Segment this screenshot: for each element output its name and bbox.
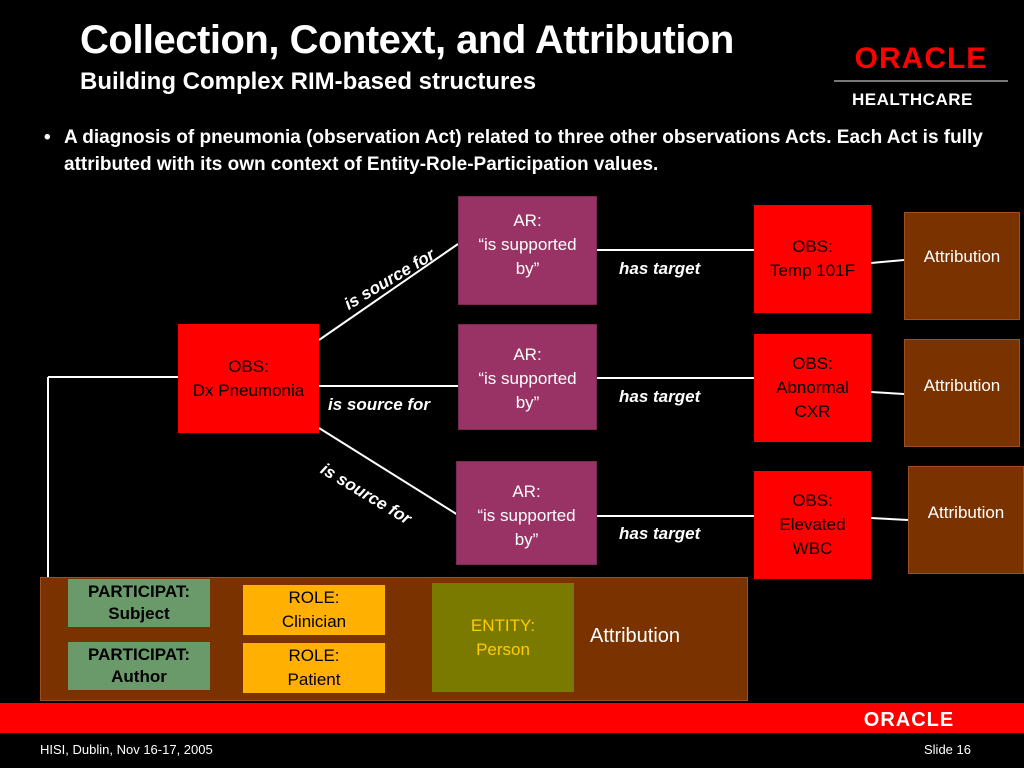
connector-dx-ar1 <box>318 243 459 341</box>
obs3-line3: WBC <box>792 539 833 558</box>
obs3-line2: Elevated <box>779 515 846 534</box>
panel-attribution-label: Attribution <box>590 625 681 647</box>
footer-slide-number: Slide 16 <box>924 742 971 757</box>
attribution-label-1: Attribution <box>923 247 1001 266</box>
entity-person: ENTITY: Person <box>432 583 574 692</box>
ar2-line3: by” <box>515 393 540 412</box>
obs-abnormal-cxr: OBS: Abnormal CXR <box>754 334 871 442</box>
source-label-2: is source for <box>328 395 431 414</box>
attribution-box-2: Attribution <box>904 339 1020 447</box>
obs2-line3: CXR <box>794 402 831 421</box>
role-clinician: ROLE: Clinician <box>243 585 385 635</box>
role1-line2: Clinician <box>281 612 347 631</box>
obs2-line1: OBS: <box>792 354 833 373</box>
attribution-label-2: Attribution <box>923 376 1001 395</box>
connector-obs2-attr2 <box>870 391 905 395</box>
ar-box-1: AR: “is supported by” <box>458 196 597 305</box>
logo-divider <box>834 80 1008 82</box>
bullet-text: A diagnosis of pneumonia (observation Ac… <box>64 127 983 175</box>
connector-obs1-attr1 <box>870 259 905 264</box>
target-label-3: has target <box>619 524 701 543</box>
obs1-line1: OBS: <box>792 237 833 256</box>
ar-box-2: AR: “is supported by” <box>458 324 597 430</box>
role2-line1: ROLE: <box>288 646 340 665</box>
connector-dx-ar3 <box>318 427 459 516</box>
entity-line2: Person <box>476 639 530 659</box>
ar2-line2: “is supported <box>478 369 577 388</box>
obs-elevated-wbc: OBS: Elevated WBC <box>754 471 871 579</box>
slide-subtitle: Building Complex RIM-based structures <box>80 68 537 95</box>
ar3-line2: “is supported <box>477 506 576 525</box>
ar1-line2: “is supported <box>478 235 577 254</box>
attribution-box-3: Attribution <box>908 466 1024 574</box>
oracle-footer-logo: ORACLE <box>864 709 954 730</box>
obs1-line2: Temp 101F <box>769 261 856 280</box>
slide-title: Collection, Context, and Attribution <box>80 18 734 62</box>
part2-line2: Author <box>111 667 167 686</box>
logo-healthcare: HEALTHCARE <box>852 90 973 109</box>
bullet-marker: • <box>44 127 51 148</box>
participation-author: PARTICIPAT: Author <box>68 642 210 690</box>
obs-dx-line1: OBS: <box>228 356 269 376</box>
obs2-line2: Abnormal <box>776 378 849 397</box>
role2-line2: Patient <box>287 670 341 689</box>
target-label-2: has target <box>619 387 701 406</box>
attribution-box-1: Attribution <box>904 212 1020 320</box>
part1-line2: Subject <box>108 604 170 623</box>
connector-obs3-attr3 <box>870 517 909 521</box>
role1-line1: ROLE: <box>288 588 340 607</box>
obs-dx-line2: Dx Pneumonia <box>192 380 305 400</box>
attribution-label-3: Attribution <box>927 503 1005 522</box>
ar3-line3: by” <box>514 530 539 549</box>
ar1-line1: AR: <box>513 211 542 230</box>
participation-subject: PARTICIPAT: Subject <box>68 579 210 627</box>
ar2-line1: AR: <box>513 345 542 364</box>
ar-box-3: AR: “is supported by” <box>456 461 597 565</box>
entity-line1: ENTITY: <box>470 615 536 635</box>
obs-dx-pneumonia: OBS: Dx Pneumonia <box>178 324 319 433</box>
oracle-logo: ORACLE <box>834 44 1008 74</box>
obs-temp: OBS: Temp 101F <box>754 205 871 313</box>
role-patient: ROLE: Patient <box>243 643 385 693</box>
part1-line1: PARTICIPAT: <box>88 582 190 601</box>
target-label-1: has target <box>619 259 701 278</box>
ar1-line3: by” <box>515 259 540 278</box>
ar3-line1: AR: <box>512 482 541 501</box>
footer-event: HISI, Dublin, Nov 16-17, 2005 <box>40 742 213 757</box>
oracle-footer-logo-text: ORACLE <box>864 709 954 730</box>
part2-line1: PARTICIPAT: <box>88 645 190 664</box>
obs3-line1: OBS: <box>792 491 833 510</box>
oracle-logo-text: ORACLE <box>855 44 988 74</box>
footer-red-bar <box>0 703 1024 733</box>
